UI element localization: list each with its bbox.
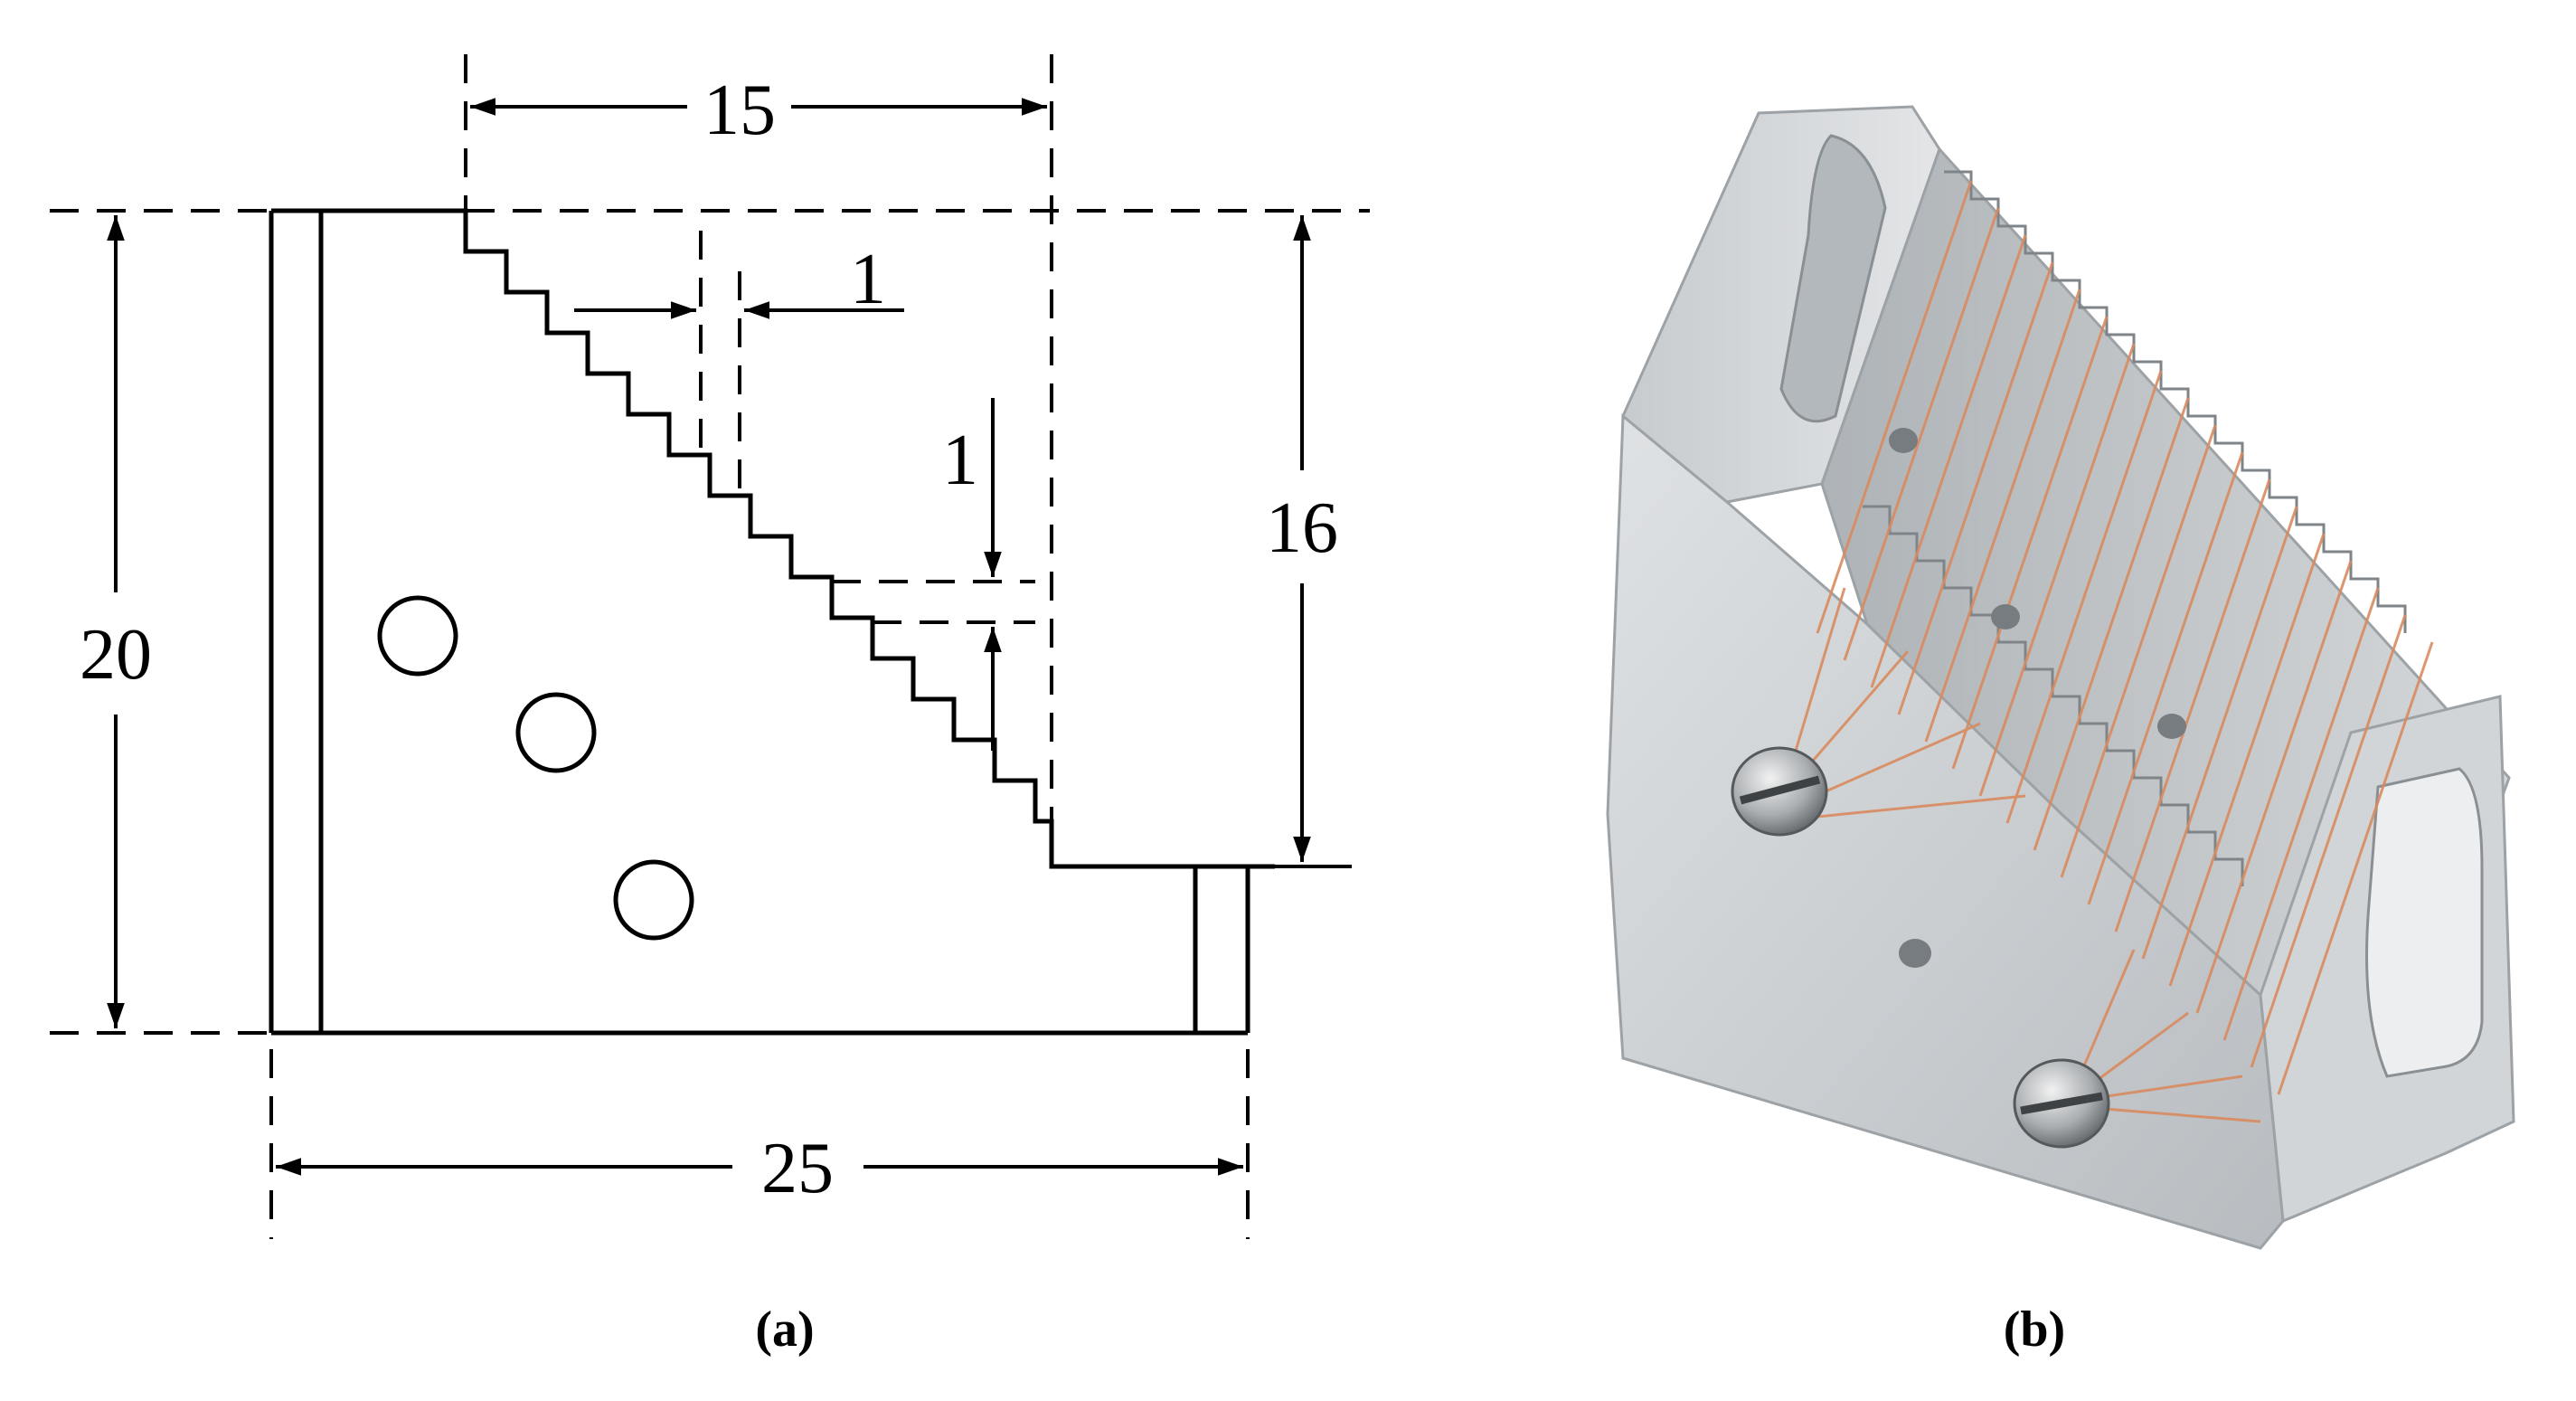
stepped-profile bbox=[271, 208, 1275, 869]
dim-label-step-height: 1 bbox=[942, 421, 978, 500]
copper-wires bbox=[1788, 180, 2434, 1123]
dim-label-bottom-width: 25 bbox=[761, 1129, 834, 1208]
screw-2 bbox=[2013, 1058, 2110, 1149]
extension-lines bbox=[50, 54, 1370, 1239]
hole-3 bbox=[613, 859, 694, 941]
hole-2 bbox=[515, 692, 597, 773]
dim-label-left-height: 20 bbox=[80, 615, 152, 695]
dimension-labels: 15 1 1 16 20 25 bbox=[80, 71, 1338, 1208]
panel-b-photo bbox=[1606, 105, 2515, 1250]
part-outline bbox=[269, 208, 1275, 1036]
back-slot bbox=[1779, 134, 1887, 423]
panel-a-drawing bbox=[50, 54, 1370, 1239]
screw-1 bbox=[1731, 746, 1828, 837]
dim-label-top-width: 15 bbox=[703, 71, 776, 150]
dim-label-step-width: 1 bbox=[850, 240, 886, 319]
hole-1 bbox=[377, 595, 458, 677]
dimension-lines bbox=[107, 98, 1352, 1176]
dim-label-right-height: 16 bbox=[1266, 488, 1338, 568]
right-slot bbox=[2365, 767, 2484, 1078]
stair-edges bbox=[1863, 170, 2407, 886]
photo-holes bbox=[1889, 428, 2186, 968]
caption-b: (b) bbox=[2004, 1302, 2065, 1358]
caption-a: (a) bbox=[755, 1302, 814, 1358]
